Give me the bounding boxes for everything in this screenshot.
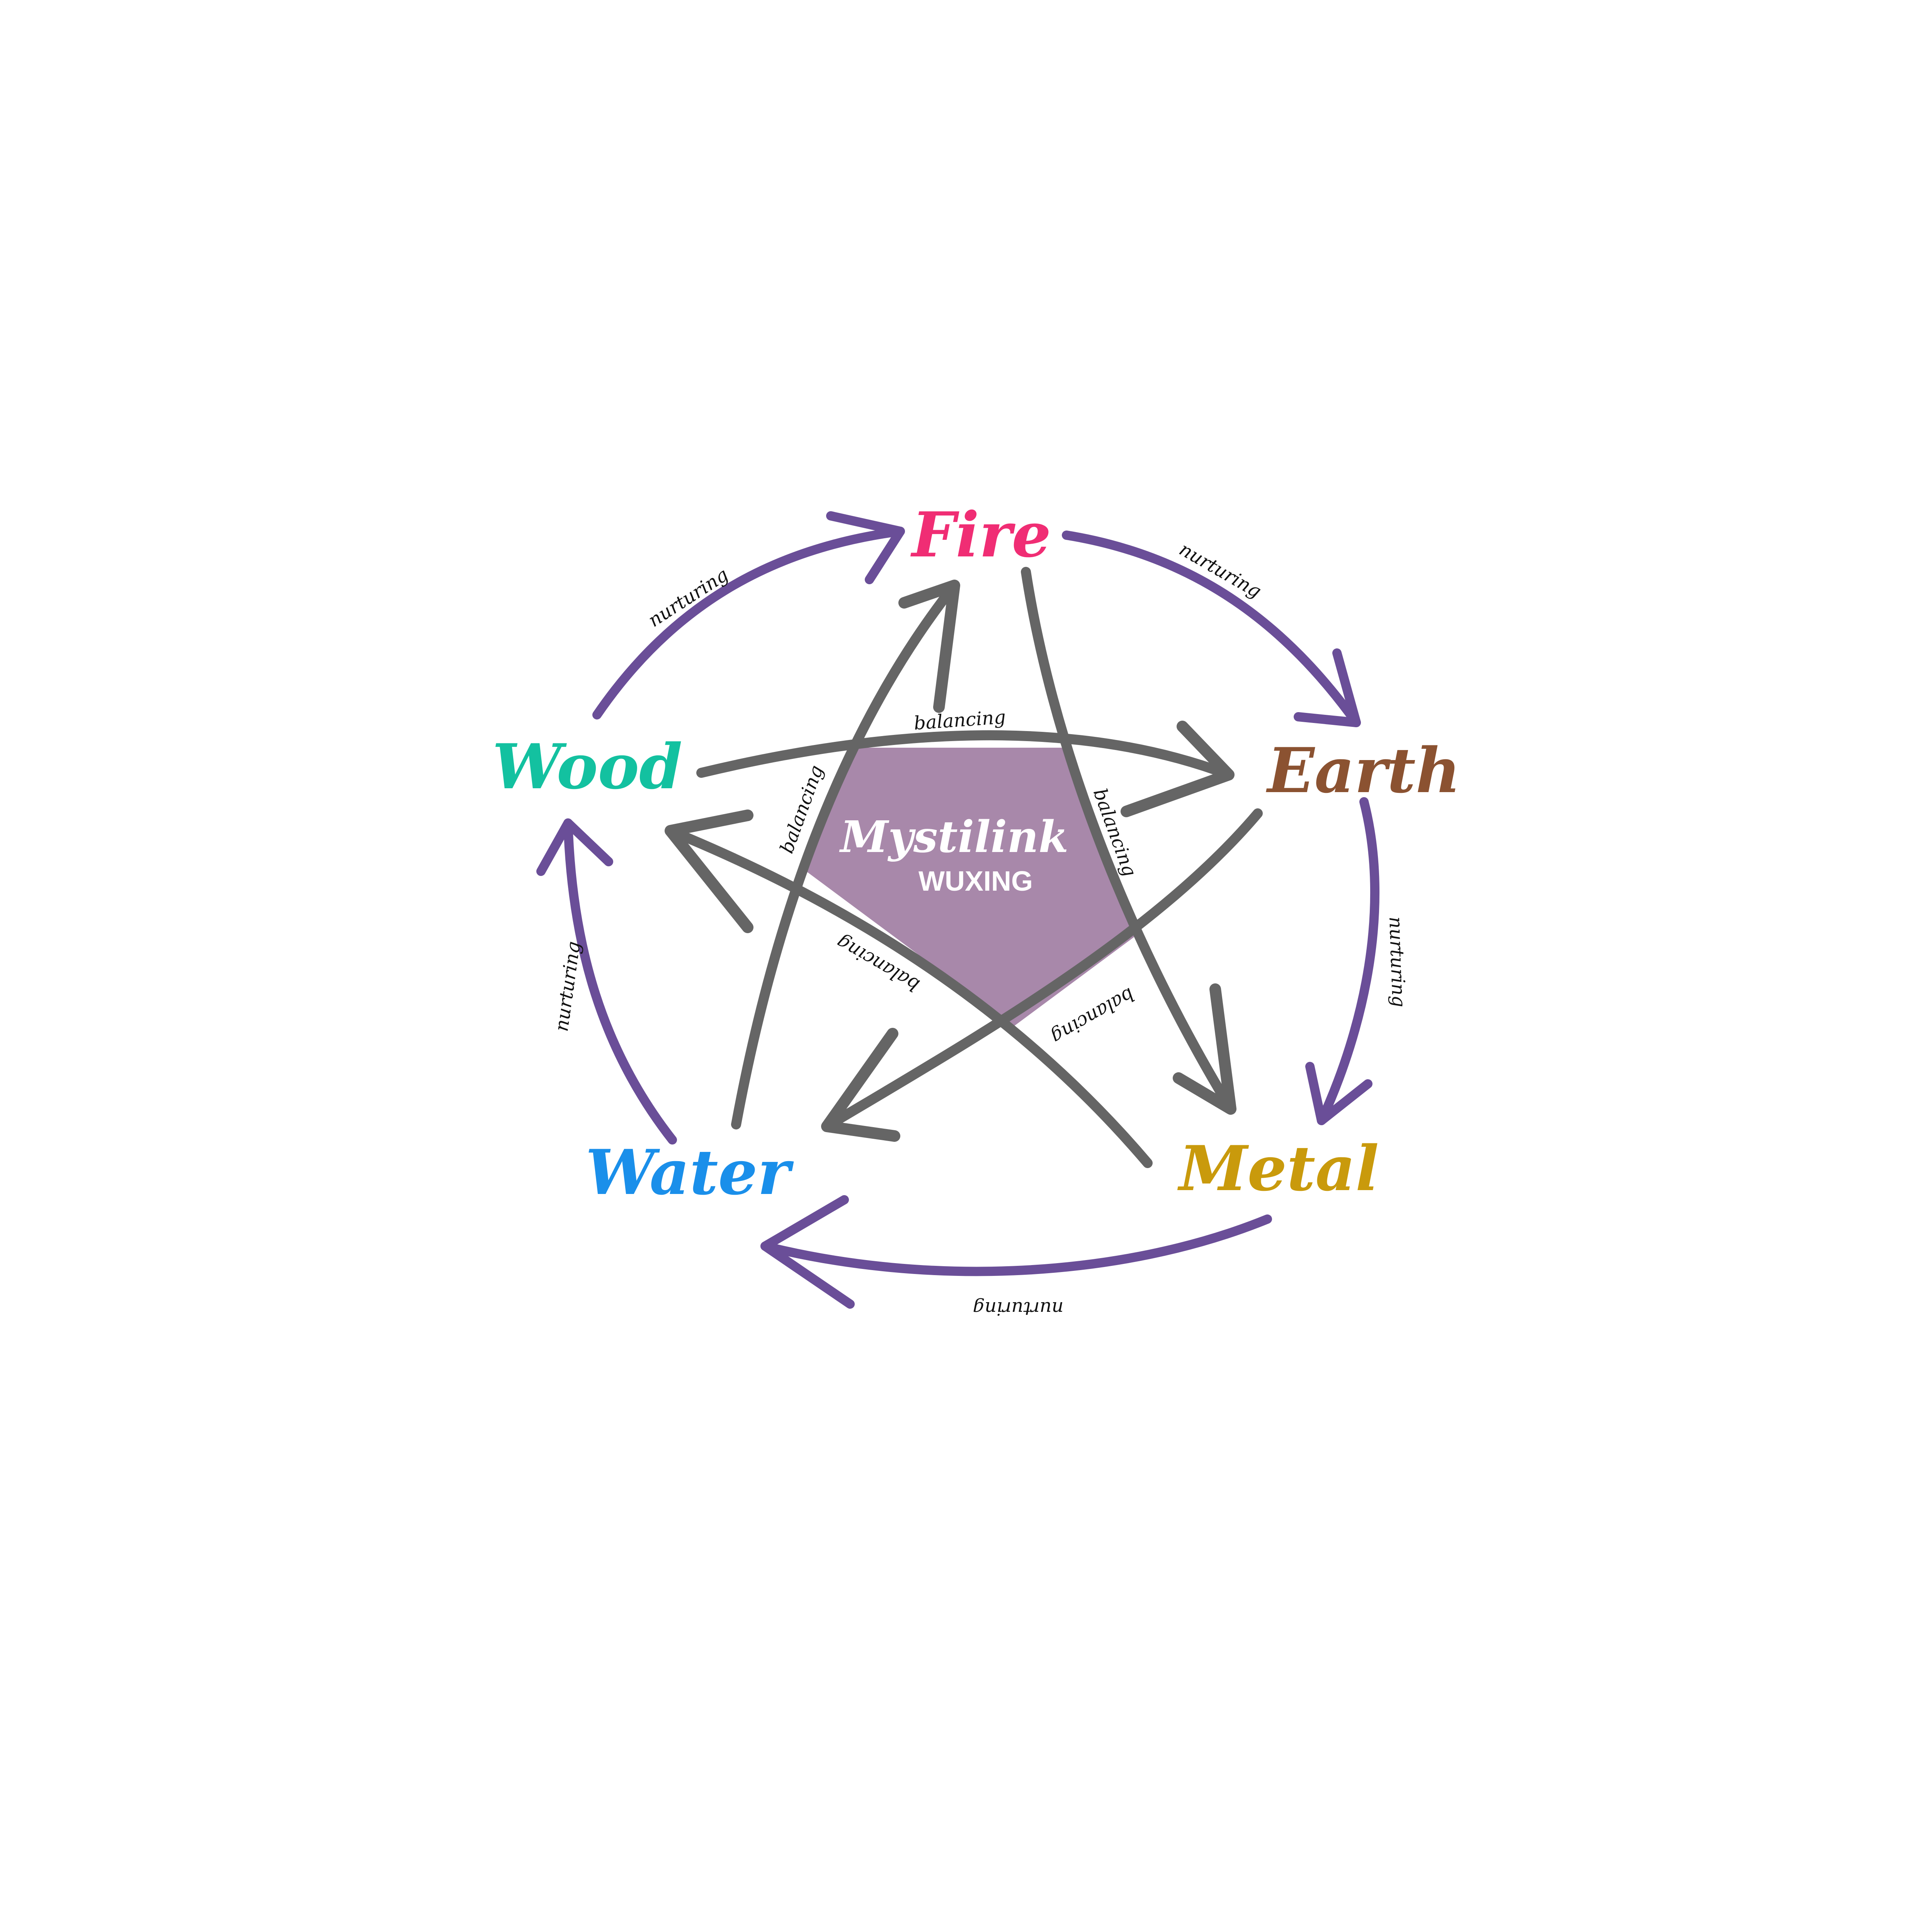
nurturing-arrowhead-water-wood [536, 818, 613, 876]
balancing-arrowhead-earth-water [821, 1028, 900, 1142]
nurturing-arrowhead-wood-fire [826, 511, 905, 584]
element-labels: Fire Earth Metal Water Wood [492, 498, 1461, 1209]
nurturing-label-earth-metal: nurturing [1385, 916, 1410, 1008]
nurturing-arrow-wood-fire [592, 527, 905, 719]
diagram-title: Mystilink [839, 812, 1069, 862]
balancing-arrowhead-water-fire [898, 580, 960, 713]
element-wood: Wood [492, 730, 682, 803]
nurturing-arrowhead-earth-metal [1305, 1062, 1372, 1125]
balancing-arrow-fire-metal [1021, 567, 1236, 1114]
element-fire: Fire [910, 498, 1051, 571]
balancing-arrowhead-fire-metal [1173, 983, 1236, 1115]
balancing-label-wood-earth: balancing [913, 706, 1006, 734]
nurturing-arrows [536, 511, 1380, 1309]
nurturing-label-water-wood: nurturing [551, 940, 585, 1033]
balancing-arrows [665, 567, 1263, 1168]
center-pentagon [804, 748, 1134, 1026]
nurturing-arrowhead-metal-water [760, 1195, 855, 1309]
balancing-arrowhead-metal-wood [665, 810, 753, 933]
nurturing-arrowhead-fire-earth [1294, 648, 1361, 727]
nurturing-arrow-fire-earth [1062, 531, 1361, 727]
nurturing-arrow-metal-water [760, 1214, 1272, 1276]
balancing-arrow-water-fire [731, 580, 959, 1129]
element-water: Water [585, 1136, 794, 1209]
element-metal: Metal [1177, 1132, 1379, 1205]
balancing-arrow-wood-earth [696, 730, 1234, 780]
balancing-arrow-metal-wood [665, 826, 1153, 1168]
nurturing-arrow-water-wood [563, 818, 677, 1145]
nurturing-label-metal-water: nurturing [973, 1298, 1064, 1319]
balancing-arrowhead-wood-earth [1121, 721, 1235, 817]
balancing-label-earth-water: balancing [1048, 983, 1138, 1048]
balancing-arrow-earth-water [822, 808, 1263, 1131]
diagram-subtitle: WUXING [918, 866, 1033, 897]
nurturing-arrow-earth-metal [1317, 797, 1380, 1125]
element-earth: Earth [1266, 734, 1461, 807]
